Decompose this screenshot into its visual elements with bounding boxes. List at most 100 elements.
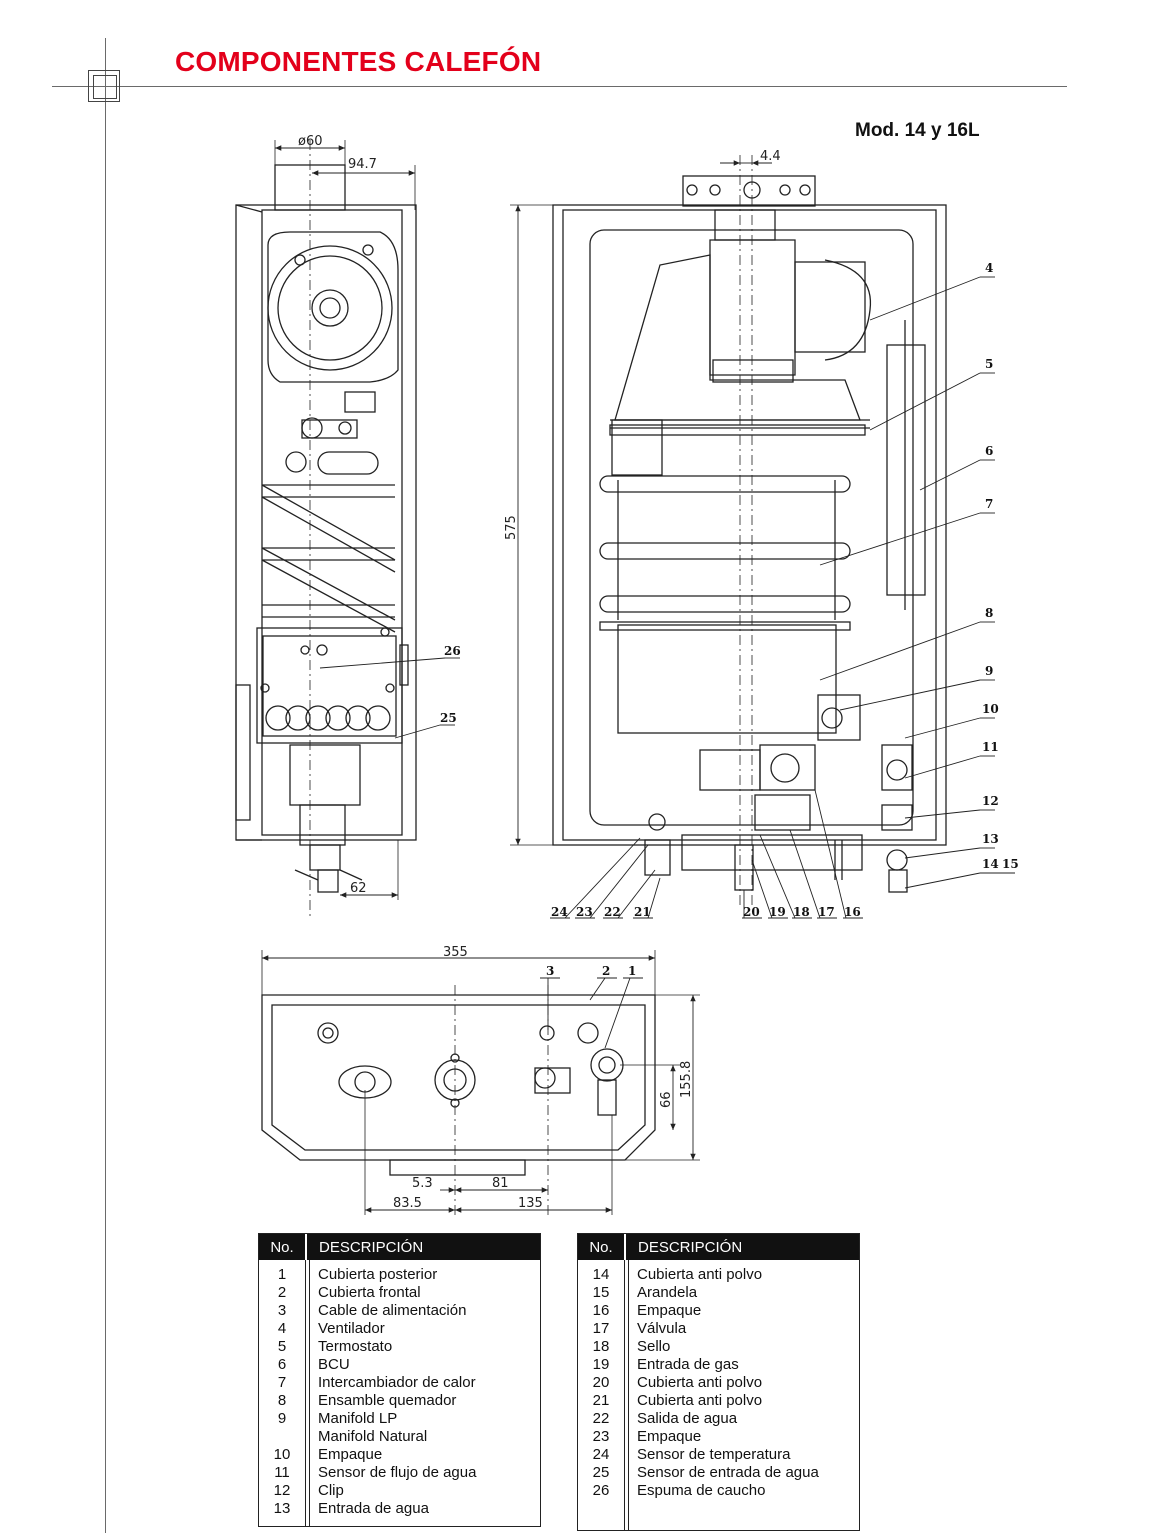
callout-6: 6	[985, 444, 993, 458]
callout-13: 13	[982, 832, 999, 846]
table-row: 3 Cable de alimentación	[259, 1302, 540, 1320]
header-description: DESCRIPCIÓN	[319, 1238, 424, 1256]
part-number: 13	[273, 1500, 291, 1517]
page-title: COMPONENTES CALEFÓN	[175, 46, 542, 77]
part-number: 22	[592, 1410, 610, 1427]
dim-5-3: 5.3	[412, 1176, 433, 1191]
table-row: 23 Empaque	[578, 1428, 859, 1446]
part-number: 7	[277, 1374, 287, 1391]
part-number: 23	[592, 1428, 610, 1445]
part-number: 1	[277, 1266, 287, 1283]
dim-66: 66	[659, 1091, 674, 1108]
part-description: Arandela	[637, 1284, 698, 1301]
dim-side-62: 62	[350, 881, 367, 896]
table-row: 7 Intercambiador de calor	[259, 1374, 540, 1392]
dim-diameter: ø60	[298, 134, 323, 149]
part-description: Cubierta anti polvo	[637, 1266, 763, 1283]
table-row: 18 Sello	[578, 1338, 859, 1356]
table-row: 13 Entrada de agua	[259, 1500, 540, 1518]
callout-25: 25	[440, 711, 457, 725]
dim-83-5: 83.5	[393, 1196, 422, 1211]
callout-20: 20	[743, 905, 760, 919]
part-description: Válvula	[637, 1320, 687, 1337]
part-description: Empaque	[637, 1302, 702, 1319]
callout-3: 3	[546, 964, 554, 978]
callout-9: 9	[985, 664, 993, 678]
front-view	[510, 155, 947, 905]
part-description: Intercambiador de calor	[318, 1374, 476, 1391]
bottom-view	[261, 950, 700, 1215]
part-description: Sensor de flujo de agua	[318, 1464, 477, 1481]
callout-5: 5	[985, 357, 993, 371]
part-description: Sello	[637, 1338, 671, 1355]
part-description: Cable de alimentación	[318, 1302, 467, 1319]
callout-22: 22	[604, 905, 621, 919]
part-description: Clip	[318, 1482, 344, 1499]
part-number: 25	[592, 1464, 610, 1481]
part-description: Termostato	[318, 1338, 393, 1355]
part-description: Sensor de entrada de agua	[637, 1464, 819, 1481]
callout-21: 21	[634, 905, 651, 919]
callout-24: 24	[551, 905, 568, 919]
part-description: Empaque	[637, 1428, 702, 1445]
part-number: 3	[277, 1302, 287, 1319]
part-number: 12	[273, 1482, 291, 1499]
callout-17: 17	[818, 905, 835, 919]
table-row: 15 Arandela	[578, 1284, 859, 1302]
part-description: Espuma de caucho	[637, 1482, 766, 1499]
callout-26: 26	[444, 644, 461, 658]
page-frame-vertical-line	[105, 38, 106, 1533]
part-number: 19	[592, 1356, 610, 1373]
part-number: 2	[277, 1284, 287, 1301]
callout-15: 15	[1002, 857, 1019, 871]
table-row: 12 Clip	[259, 1482, 540, 1500]
part-description: Manifold Natural	[318, 1428, 428, 1445]
part-description: Manifold LP	[318, 1410, 398, 1427]
callout-16: 16	[844, 905, 861, 919]
callout-18: 18	[793, 905, 810, 919]
dim-offset-4-4: 4.4	[760, 149, 781, 164]
part-description: Empaque	[318, 1446, 383, 1463]
part-number: 16	[592, 1302, 610, 1319]
corner-mark	[88, 70, 120, 102]
part-description: Ventilador	[318, 1320, 385, 1337]
table-header: No. DESCRIPCIÓN	[259, 1234, 540, 1260]
model-label: Mod. 14 y 16L	[855, 120, 980, 141]
part-description: Entrada de agua	[318, 1500, 429, 1517]
dim-width-355: 355	[443, 945, 468, 960]
table-row: Manifold Natural	[259, 1428, 540, 1446]
part-number: 15	[592, 1284, 610, 1301]
dim-depth-155-8: 155.8	[679, 1061, 694, 1098]
dim-135: 135	[518, 1196, 543, 1211]
callout-10: 10	[982, 702, 999, 716]
header-no: No.	[578, 1234, 626, 1260]
part-number: 10	[273, 1446, 291, 1463]
dim-height-575: 575	[504, 515, 519, 540]
part-number	[259, 1428, 305, 1446]
part-number: 24	[592, 1446, 610, 1463]
part-description: BCU	[318, 1356, 350, 1373]
page-frame-horizontal-line	[52, 86, 1067, 87]
table-header: No. DESCRIPCIÓN	[578, 1234, 859, 1260]
part-description: Ensamble quemador	[318, 1392, 457, 1409]
part-number: 18	[592, 1338, 610, 1355]
callout-14: 14	[982, 857, 999, 871]
part-number: 21	[592, 1392, 610, 1409]
table-row: 2 Cubierta frontal	[259, 1284, 540, 1302]
table-row: 16 Empaque	[578, 1302, 859, 1320]
part-number: 9	[277, 1410, 287, 1427]
part-description: Cubierta frontal	[318, 1284, 421, 1301]
